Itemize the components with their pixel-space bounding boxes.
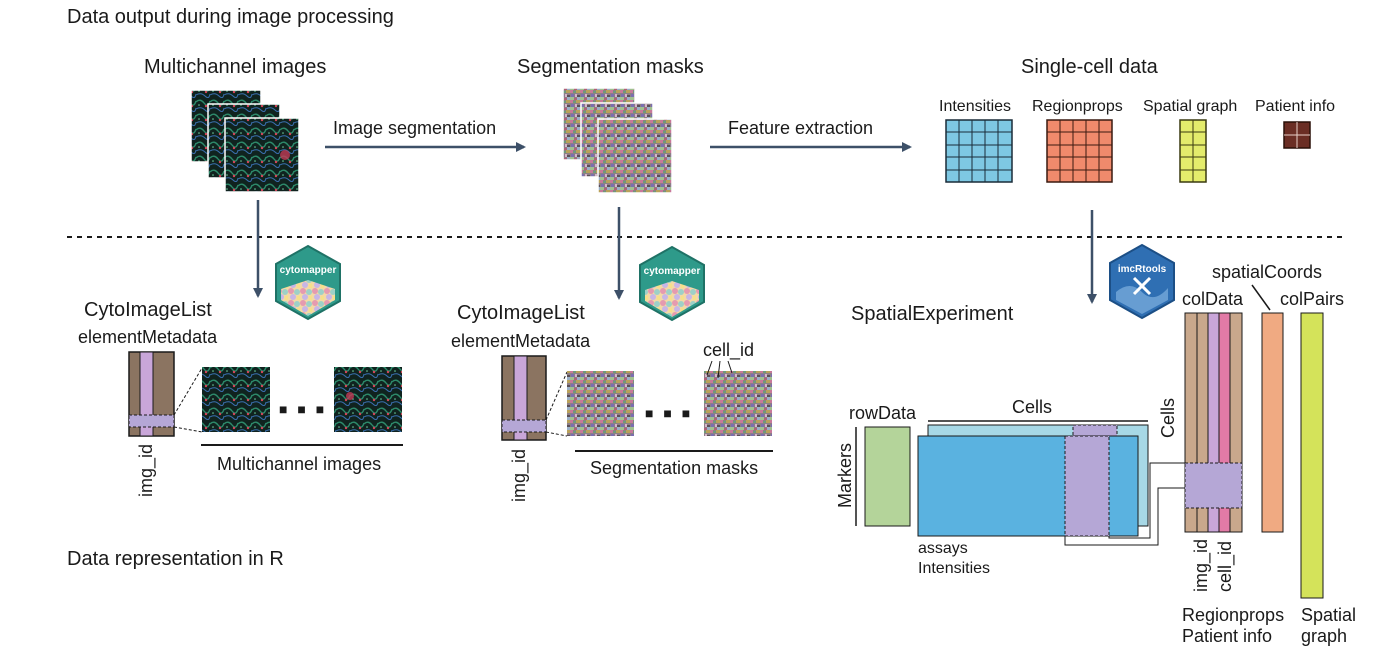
element-metadata-table-mid <box>501 355 568 441</box>
markers-label: Markers <box>835 443 855 508</box>
segmentation-masks-caption: Segmentation masks <box>590 458 758 478</box>
segmentation-mask-first <box>567 371 634 436</box>
spatial-experiment-title: SpatialExperiment <box>851 303 1014 325</box>
single-cell-data-title: Single-cell data <box>1021 56 1159 78</box>
multichannel-images-caption: Multichannel images <box>217 454 381 474</box>
cytoimagelist-title-left: CytoImageList <box>84 299 212 321</box>
regionprops-label-right: Regionprops <box>1182 605 1284 625</box>
spatial-graph-table-label: Spatial graph <box>1143 98 1237 115</box>
img-id-label-right: img_id <box>1191 539 1212 592</box>
assays-matrix <box>917 424 1149 537</box>
cytomapper-badge-text: cytomapper <box>644 266 701 277</box>
multichannel-image-stack <box>190 89 300 193</box>
patient-info-table-grid <box>1283 121 1311 149</box>
spatialcoords-block <box>1261 312 1284 533</box>
spatial-graph-table-grid <box>1179 119 1207 183</box>
element-metadata-label-left: elementMetadata <box>78 327 218 347</box>
multichannel-images-title: Multichannel images <box>144 56 326 78</box>
cytomapper-badge-text: cytomapper <box>280 265 337 276</box>
tools-icon <box>1132 276 1152 296</box>
rowdata-label: rowData <box>849 403 917 423</box>
cells-label-top: Cells <box>1012 397 1052 417</box>
multichannel-image-first <box>202 367 270 432</box>
images-ellipsis: ■ ■ ■ <box>279 401 327 417</box>
segmentation-mask-stack <box>562 87 673 194</box>
section-title-processing: Data output during image processing <box>67 6 394 28</box>
assays-intensities-label: Intensities <box>918 560 990 577</box>
colpairs-block <box>1300 312 1324 599</box>
assays-label: assays <box>918 540 968 557</box>
coldata-table <box>1184 312 1243 533</box>
img-id-label-mid: img_id <box>509 449 530 502</box>
imcrtools-badge-text: imcRtools <box>1118 264 1167 275</box>
rowdata-block <box>864 426 911 527</box>
graph-label-right: graph <box>1301 626 1347 646</box>
coldata-label: colData <box>1182 289 1244 309</box>
colpairs-label: colPairs <box>1280 289 1344 309</box>
patient-info-table-label: Patient info <box>1255 98 1335 115</box>
element-metadata-label-mid: elementMetadata <box>451 331 591 351</box>
spatialcoords-label: spatialCoords <box>1212 262 1322 282</box>
section-title-representation: Data representation in R <box>67 548 284 570</box>
img-id-label-left: img_id <box>136 444 157 497</box>
cytomapper-badge-left: cytomapper <box>275 244 341 321</box>
intensities-table-grid <box>945 119 1013 183</box>
segmentation-masks-title: Segmentation masks <box>517 56 704 78</box>
multichannel-image-last <box>334 367 402 432</box>
cells-label-side: Cells <box>1158 398 1178 438</box>
element-metadata-table-left <box>128 351 203 437</box>
segmentation-mask-last <box>704 371 772 436</box>
cytomapper-badge-mid: cytomapper <box>639 245 705 322</box>
cytoimagelist-title-mid: CytoImageList <box>457 302 585 324</box>
regionprops-table-label: Regionprops <box>1032 98 1123 115</box>
masks-ellipsis: ■ ■ ■ <box>645 405 693 421</box>
patientinfo-label-right: Patient info <box>1182 626 1272 646</box>
image-segmentation-label: Image segmentation <box>333 118 496 138</box>
regionprops-table-grid <box>1046 119 1113 183</box>
spatial-label-right: Spatial <box>1301 605 1356 625</box>
feature-extraction-label: Feature extraction <box>728 118 873 138</box>
intensities-table-label: Intensities <box>939 98 1011 115</box>
cell-id-label-right: cell_id <box>1215 541 1236 592</box>
imcrtools-badge: imcRtools <box>1109 243 1175 320</box>
cell-id-label-mid: cell_id <box>703 340 754 361</box>
